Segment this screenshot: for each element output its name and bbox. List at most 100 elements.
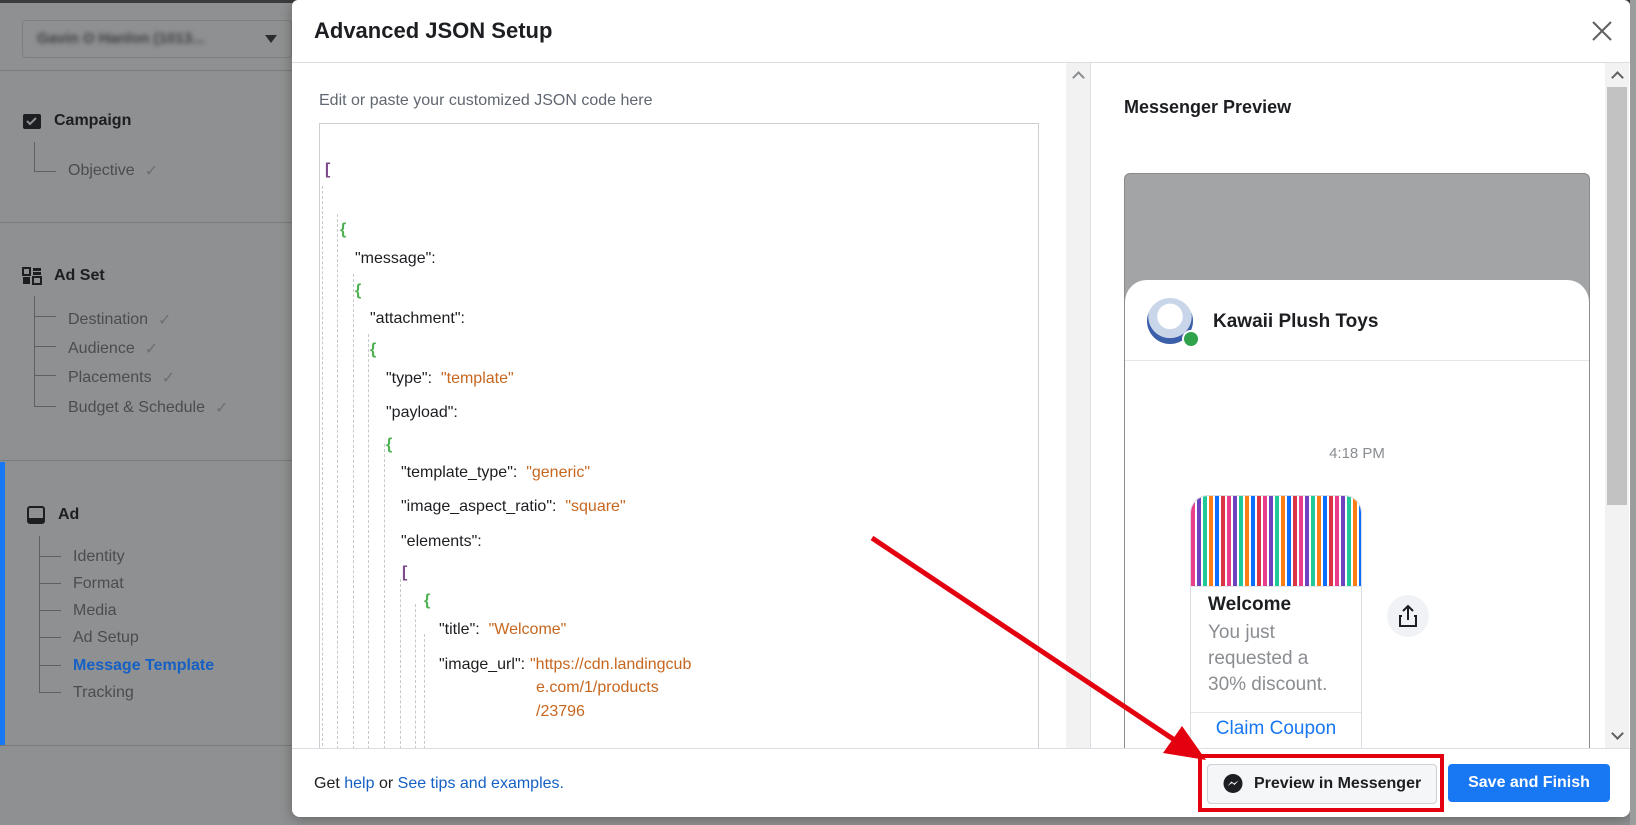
share-button[interactable]: [1387, 595, 1429, 637]
advanced-json-modal: Advanced JSON Setup Edit or paste your c…: [292, 0, 1630, 817]
divider: [0, 222, 300, 223]
card-subtitle: You just requested a 30% discount.: [1208, 622, 1328, 695]
code-string: e.com/1/products: [536, 679, 659, 696]
divider: [0, 745, 300, 746]
code-key: "attachment":: [370, 310, 465, 327]
chevron-down-icon[interactable]: [1611, 727, 1624, 740]
check-icon: ✓: [144, 341, 159, 358]
nav-section-label: Campaign: [54, 112, 132, 129]
code-bracket: [: [325, 161, 331, 178]
code-string: "generic": [526, 464, 591, 481]
generic-template-card: Welcome You just requested a 30% discoun…: [1190, 495, 1362, 748]
tree-line: [34, 375, 56, 376]
nav-item-destination[interactable]: Destination✓: [68, 310, 171, 330]
nav-item-audience[interactable]: Audience✓: [68, 339, 158, 359]
nav-section-label: Ad: [58, 506, 80, 523]
code-string: "template": [440, 370, 514, 387]
nav-item-ad-setup[interactable]: Ad Setup: [73, 629, 139, 647]
code-key: "type":: [386, 370, 433, 387]
footer-text: or: [378, 775, 394, 792]
save-and-finish-button[interactable]: Save and Finish: [1448, 764, 1610, 802]
json-editor[interactable]: [ { "message": { "attachment": { "type":…: [319, 123, 1039, 750]
nav-item-label: Objective: [68, 162, 135, 179]
code-brace: {: [340, 221, 347, 238]
nav-item-objective[interactable]: Objective ✓: [68, 161, 158, 181]
tree-line: [34, 406, 56, 407]
code-string: "Welcome": [488, 621, 567, 638]
ad-icon: [27, 506, 45, 524]
code-string: "square": [565, 498, 626, 515]
tree-line: [34, 142, 35, 172]
nav-item-label: Format: [73, 575, 124, 592]
nav-item-media[interactable]: Media: [73, 602, 117, 620]
code-string: /23796: [536, 703, 585, 720]
code-key: "message":: [355, 250, 436, 267]
nav-item-label: Placements: [68, 369, 152, 386]
indent-guide: [424, 634, 425, 750]
indent-guide: [322, 186, 323, 750]
claim-coupon-button[interactable]: Claim Coupon: [1215, 718, 1337, 739]
chevron-up-icon[interactable]: [1072, 71, 1085, 84]
indent-guide: [384, 444, 385, 750]
phone-mockup: Kawaii Plush Toys 4:18 PM Welcome You ju…: [1124, 173, 1590, 748]
chat-header: Kawaii Plush Toys: [1125, 280, 1589, 361]
modal-header: Advanced JSON Setup: [292, 0, 1630, 63]
messenger-icon: [1223, 774, 1243, 793]
card-image: [1191, 496, 1361, 587]
folder-icon: [23, 114, 41, 129]
nav-section-ad-set[interactable]: Ad Set: [22, 267, 105, 285]
nav-item-label: Identity: [73, 548, 125, 565]
help-link[interactable]: help: [344, 775, 375, 792]
preview-button-label: Preview in Messenger: [1254, 775, 1422, 792]
code-line-image-aspect: "image_aspect_ratio": "square": [401, 498, 626, 516]
tips-link[interactable]: See tips and examples.: [397, 775, 564, 792]
scrollbar-thumb[interactable]: [1607, 87, 1627, 505]
share-icon: [1399, 604, 1417, 627]
editor-label: Edit or paste your customized JSON code …: [319, 92, 653, 109]
modal-footer: Get help or See tips and examples. Previ…: [292, 748, 1630, 817]
card-title: Welcome: [1208, 594, 1292, 615]
indent-guide: [353, 274, 354, 750]
divider: [1191, 712, 1361, 713]
nav-item-format[interactable]: Format: [73, 575, 124, 593]
pane-scrollbar[interactable]: [1066, 63, 1091, 748]
nav-item-label: Budget & Schedule: [68, 399, 205, 416]
nav-item-tracking[interactable]: Tracking: [73, 684, 134, 702]
tree-line: [34, 171, 56, 172]
tree-line: [34, 346, 56, 347]
code-brace: {: [370, 341, 377, 358]
nav-item-placements[interactable]: Placements✓: [68, 368, 175, 388]
chevron-up-icon[interactable]: [1611, 71, 1624, 84]
nav-item-message-template[interactable]: Message Template: [73, 657, 214, 675]
tree-line: [39, 610, 61, 611]
check-icon: ✓: [144, 163, 159, 180]
code-line-title: "title": "Welcome": [439, 621, 566, 639]
tree-line: [39, 536, 40, 693]
code-line-template-type: "template_type": "generic": [401, 464, 590, 482]
messenger-preview-pane: Messenger Preview Kawaii Plush Toys 4:18…: [1091, 63, 1605, 748]
account-selector[interactable]: Gavin O Hanlon (1013...: [22, 20, 292, 58]
account-name: Gavin O Hanlon (1013...: [37, 30, 205, 47]
nav-section-ad[interactable]: Ad: [26, 506, 79, 524]
nav-section-campaign[interactable]: Campaign: [22, 112, 131, 130]
tree-line: [39, 692, 61, 693]
code-bracket: [: [402, 564, 408, 581]
nav-item-identity[interactable]: Identity: [73, 548, 125, 566]
indent-guide: [400, 579, 401, 750]
close-icon[interactable]: [1590, 19, 1614, 43]
code-key: "template_type":: [401, 464, 518, 481]
preview-scrollbar[interactable]: [1605, 63, 1629, 748]
code-line-type: "type": "template": [386, 370, 514, 388]
nav-item-budget-schedule[interactable]: Budget & Schedule✓: [68, 398, 228, 418]
chevron-down-icon: [265, 35, 277, 43]
chat-window: Kawaii Plush Toys 4:18 PM Welcome You ju…: [1125, 280, 1589, 748]
preview-in-messenger-button[interactable]: Preview in Messenger: [1207, 764, 1437, 804]
message-time: 4:18 PM: [1329, 445, 1385, 462]
grid-icon: [22, 267, 42, 285]
code-string: "https://cdn.landingcub: [530, 656, 692, 673]
code-key: "title":: [439, 621, 480, 638]
tree-line: [39, 556, 61, 557]
footer-help-text: Get help or See tips and examples.: [314, 775, 564, 793]
preview-title: Messenger Preview: [1124, 97, 1292, 117]
modal-title: Advanced JSON Setup: [314, 18, 553, 43]
